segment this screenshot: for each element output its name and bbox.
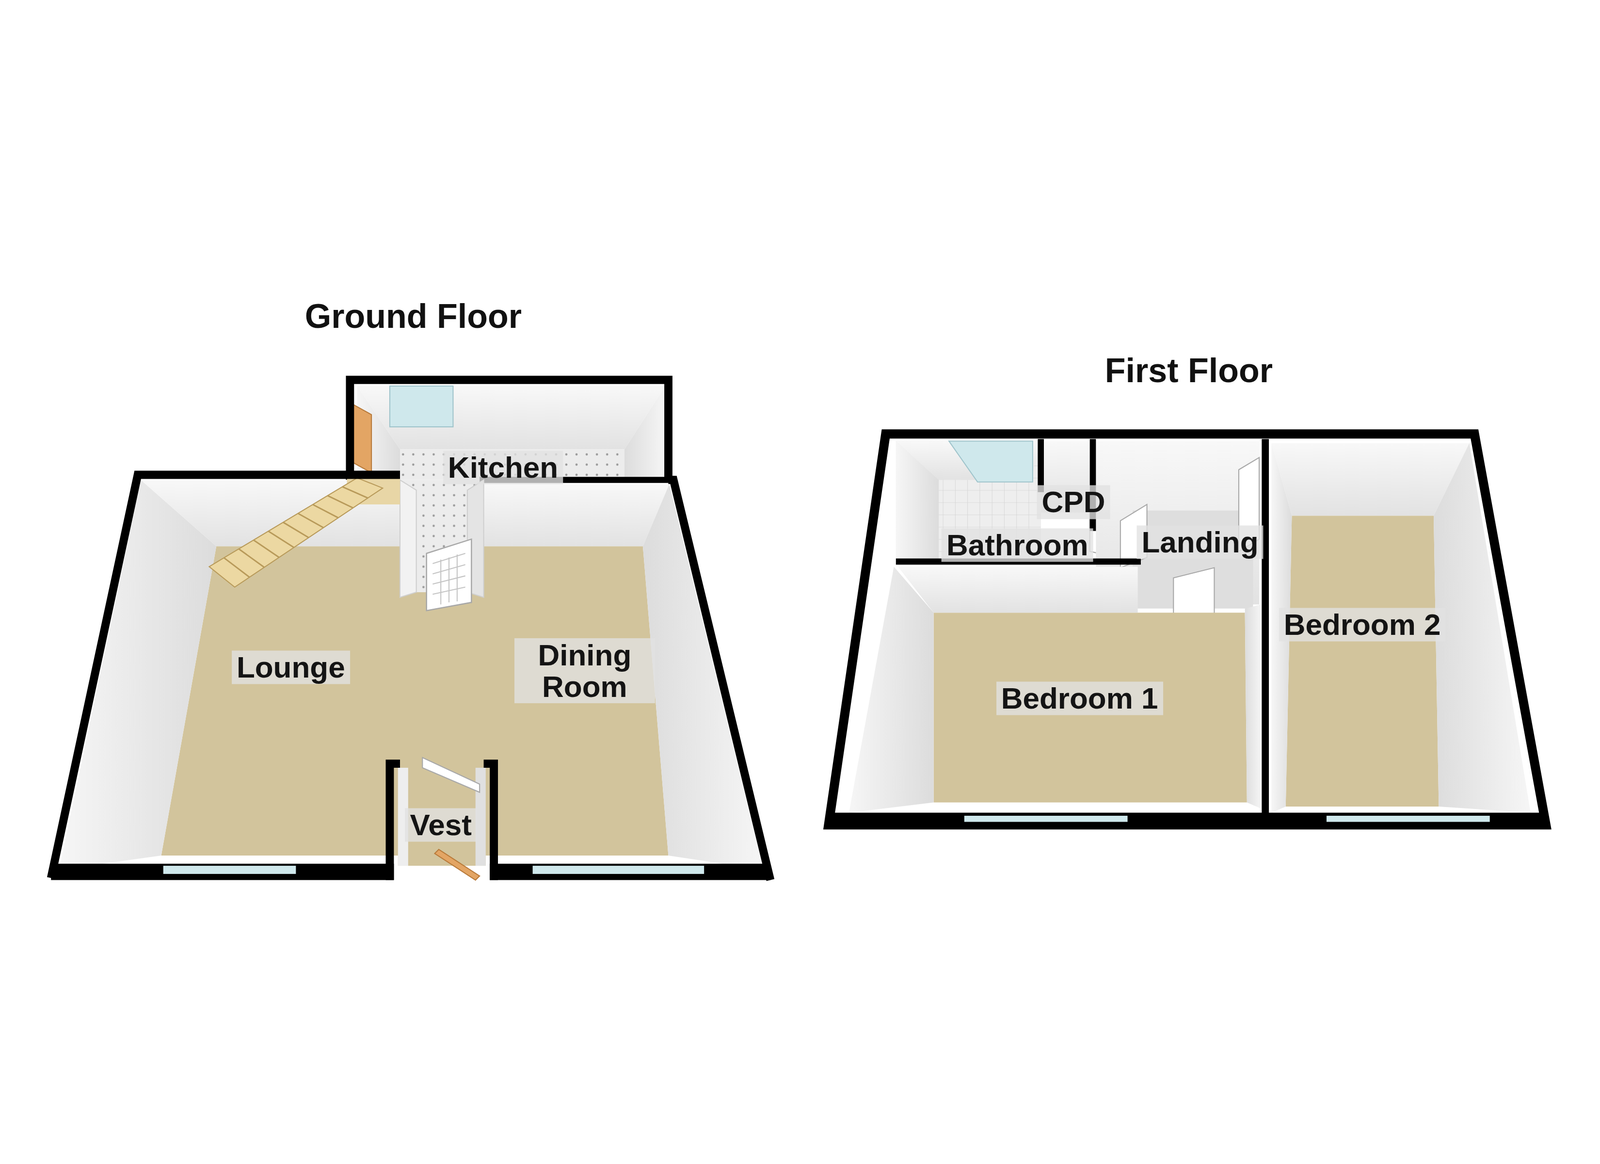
- front-wall: [50, 863, 394, 880]
- room-name: CPD: [1041, 485, 1106, 519]
- ground-floor-plan: [50, 379, 771, 880]
- room-label: Lounge: [231, 650, 351, 685]
- floor-heading: First Floor: [816, 350, 1562, 391]
- bedroom-1-side-wall: [1245, 604, 1262, 809]
- room-label: Bedroom 2: [1279, 607, 1446, 641]
- vest-inner-door: [422, 757, 480, 793]
- window: [1326, 815, 1490, 822]
- floor-heading: Ground Floor: [40, 295, 786, 337]
- front-wall: [828, 812, 1547, 827]
- room-name: Dining Room: [537, 638, 632, 704]
- window: [532, 865, 705, 874]
- outer-wall: [50, 474, 400, 878]
- kitchen-side-wall: [624, 385, 666, 480]
- room-label: Landing: [1136, 525, 1264, 559]
- bedroom-2-floor: [1285, 515, 1440, 807]
- room-label: Vest: [404, 807, 477, 842]
- window: [964, 815, 1128, 822]
- passage-wall: [400, 480, 417, 598]
- front-wall: [489, 863, 771, 880]
- room-name: Lounge: [236, 650, 346, 685]
- room-name: Kitchen: [448, 450, 559, 484]
- room-name: Bathroom: [946, 528, 1089, 562]
- staircase: [208, 477, 383, 587]
- bathroom-side-wall: [896, 441, 939, 560]
- kitchen-door: [352, 404, 372, 473]
- internal-wall: [1261, 438, 1269, 825]
- vest-wall: [483, 763, 495, 880]
- bathroom-window: [948, 441, 1033, 482]
- bedroom-1-back-wall: [897, 566, 1138, 613]
- first-floor-plan: [828, 433, 1547, 827]
- room-label: Bedroom 1: [996, 681, 1164, 715]
- room-label: Kitchen: [443, 450, 563, 484]
- internal-wall: [1037, 438, 1044, 492]
- kitchen-back-wall: [357, 385, 666, 449]
- outer-wall: [828, 433, 1547, 825]
- dining-back-wall: [479, 483, 670, 546]
- vest-wall: [389, 763, 400, 880]
- window: [163, 865, 297, 874]
- dining-side-wall: [642, 483, 764, 870]
- room-label: Dining Room: [514, 638, 656, 704]
- stair-treads: [224, 486, 368, 577]
- kitchen-window: [389, 385, 453, 427]
- door-panels: [432, 553, 465, 605]
- room-name: Bedroom 2: [1283, 607, 1441, 641]
- front-door: [434, 848, 480, 880]
- floor-plan: First FloorCPD Bathroom LandingBedroom 1 Be…: [816, 350, 1562, 840]
- room-name: Bedroom 1: [1001, 681, 1159, 715]
- room-label: CPD: [1037, 485, 1111, 519]
- lounge-side-wall: [59, 480, 217, 870]
- room-name: Landing: [1141, 525, 1259, 559]
- passage-door: [426, 539, 472, 611]
- floor-plan: Ground FloorKitchenLounge Dining RoomVest: [40, 295, 786, 898]
- bedroom-1-floor: [933, 612, 1248, 802]
- outer-wall: [668, 480, 771, 880]
- room-name: Vest: [409, 807, 472, 842]
- room-label: Bathroom: [941, 528, 1094, 562]
